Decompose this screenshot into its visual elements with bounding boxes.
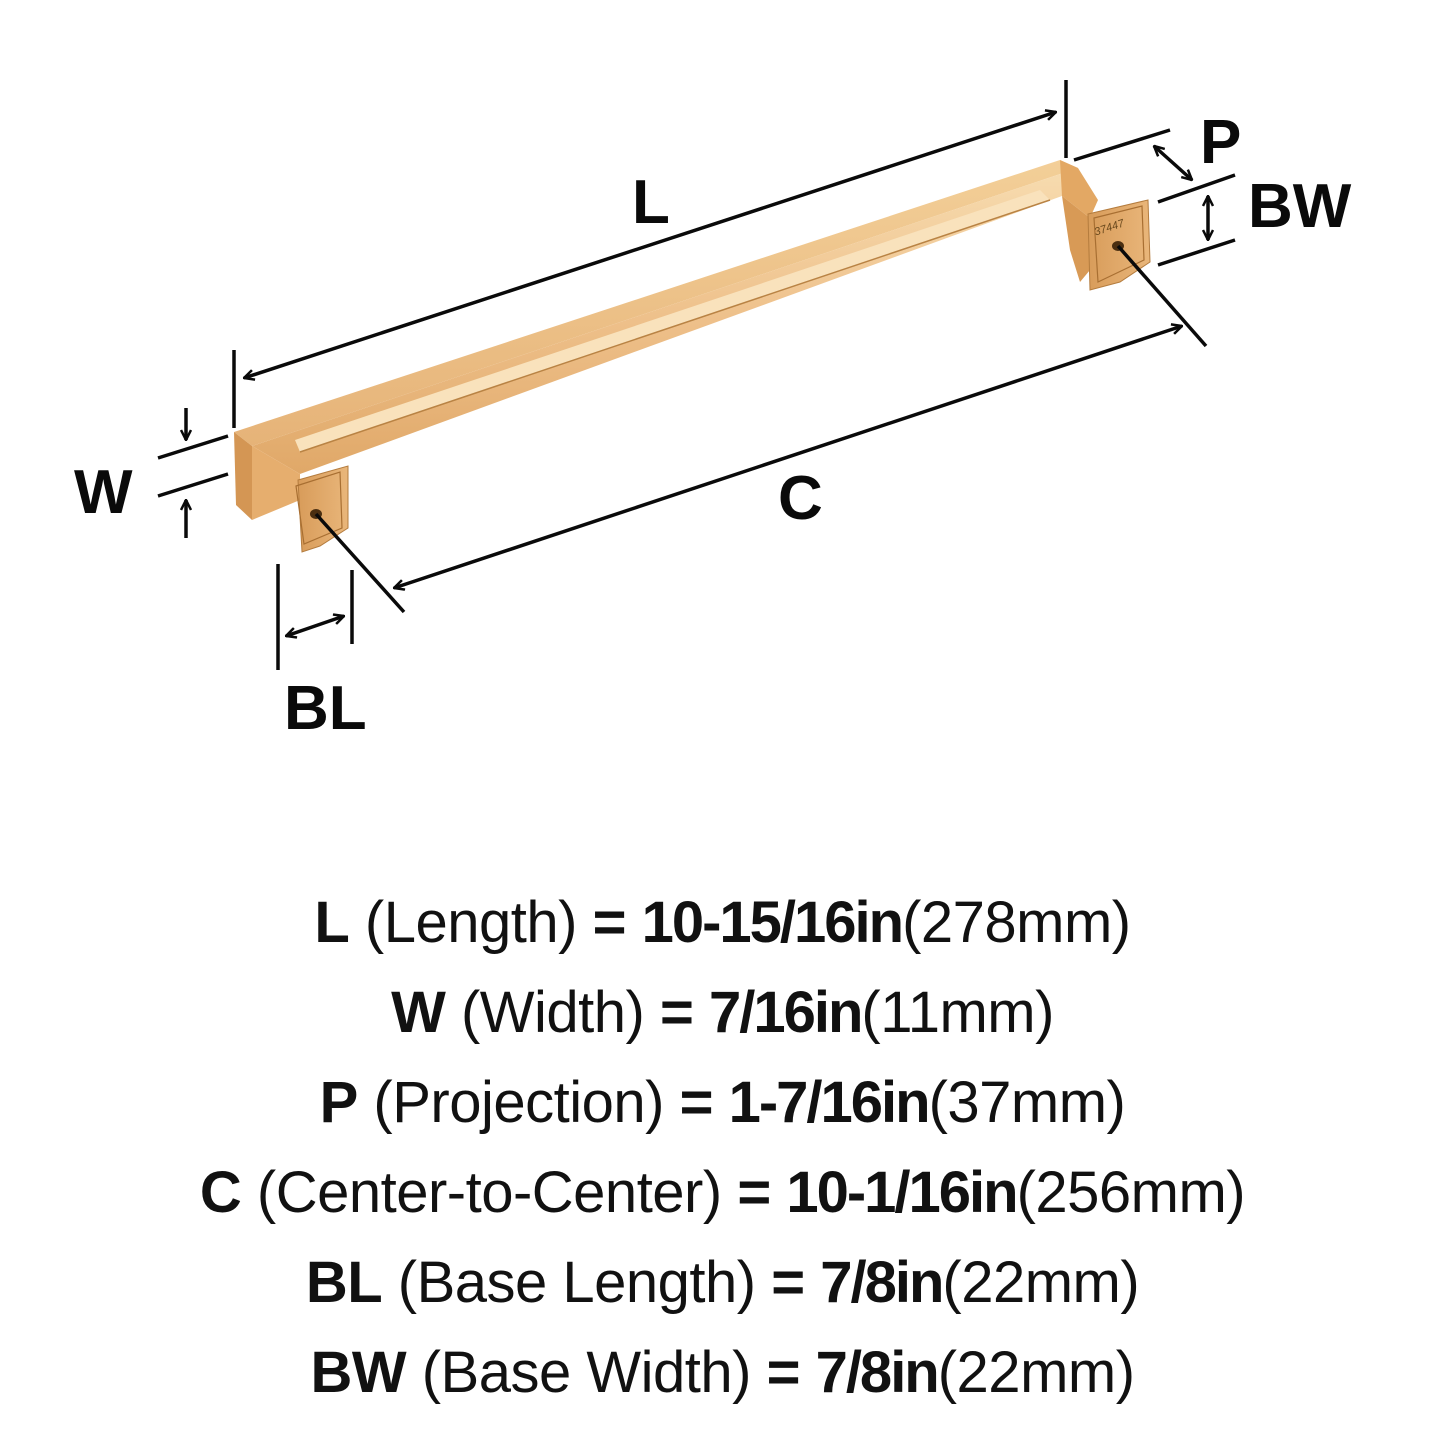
- spec-row-base-length: BL (Base Length) = 7/8in(22mm): [0, 1238, 1445, 1328]
- spec-metric-value: (11mm): [861, 980, 1054, 1045]
- w-extension-bottom: [157, 472, 229, 498]
- spec-name: (Width): [460, 980, 645, 1045]
- label-bw: BW: [1248, 172, 1352, 241]
- right-base-plate: [1087, 199, 1151, 291]
- dimension-lines: [157, 80, 1236, 670]
- spec-row-length: L (Length) = 10-15/16in(278mm): [0, 878, 1445, 968]
- spec-metric-value: (22mm): [937, 1340, 1135, 1405]
- spec-imperial-value: 7/16in: [708, 980, 863, 1045]
- left-base-plate: [295, 465, 349, 553]
- spec-row-projection: P (Projection) = 1-7/16in(37mm): [0, 1058, 1445, 1148]
- w-extension-top: [157, 434, 229, 460]
- bw-extension-bottom: [1157, 238, 1236, 267]
- specification-list: L (Length) = 10-15/16in(278mm) W (Width)…: [0, 878, 1445, 1418]
- spec-name: (Center-to-Center): [256, 1160, 722, 1225]
- spec-imperial-value: 7/8in: [815, 1340, 940, 1405]
- spec-code: W: [391, 980, 446, 1045]
- spec-name: (Base Width): [421, 1340, 752, 1405]
- spec-equals: =: [679, 1070, 714, 1135]
- spec-name: (Length): [364, 890, 578, 955]
- c-extension-right: [1116, 244, 1208, 348]
- label-p: P: [1200, 108, 1242, 177]
- spec-name: (Projection): [373, 1070, 664, 1135]
- p-dimension-arrow: [1154, 146, 1192, 180]
- c-dimension-arrow: [394, 326, 1182, 588]
- spec-code: L: [314, 890, 350, 955]
- spec-imperial-value: 10-15/16in: [641, 890, 905, 955]
- spec-code: P: [319, 1070, 359, 1135]
- spec-row-center-to-center: C (Center-to-Center) = 10-1/16in(256mm): [0, 1148, 1445, 1238]
- c-extension-left: [314, 512, 406, 614]
- label-c: C: [778, 464, 823, 533]
- bl-dimension-arrow: [286, 616, 344, 636]
- p-extension-bottom: [1157, 173, 1236, 204]
- spec-name: (Base Length): [397, 1250, 756, 1315]
- p-extension-top: [1073, 128, 1171, 162]
- spec-code: BL: [305, 1250, 383, 1315]
- spec-imperial-value: 10-1/16in: [786, 1160, 1018, 1225]
- pull-handle-drawing: [157, 80, 1236, 670]
- spec-metric-value: (278mm): [902, 890, 1131, 955]
- spec-equals: =: [592, 890, 627, 955]
- label-bl: BL: [284, 674, 367, 743]
- dimension-diagram: 37447 L W P BW C BL: [74, 80, 1352, 743]
- label-w: W: [74, 458, 133, 527]
- spec-equals: =: [771, 1250, 805, 1315]
- label-l: L: [632, 168, 670, 237]
- spec-metric-value: (37mm): [928, 1070, 1126, 1135]
- spec-metric-value: (22mm): [942, 1250, 1140, 1315]
- spec-code: BW: [310, 1340, 407, 1405]
- spec-equals: =: [766, 1340, 801, 1405]
- spec-row-width: W (Width) = 7/16in(11mm): [0, 968, 1445, 1058]
- spec-row-base-width: BW (Base Width) = 7/8in(22mm): [0, 1328, 1445, 1418]
- spec-equals: =: [659, 980, 694, 1045]
- spec-equals: =: [737, 1160, 771, 1225]
- l-dimension-arrow: [244, 112, 1056, 378]
- spec-imperial-value: 1-7/16in: [728, 1070, 931, 1135]
- spec-metric-value: (256mm): [1016, 1160, 1246, 1225]
- spec-imperial-value: 7/8in: [820, 1250, 944, 1315]
- spec-code: C: [199, 1160, 242, 1225]
